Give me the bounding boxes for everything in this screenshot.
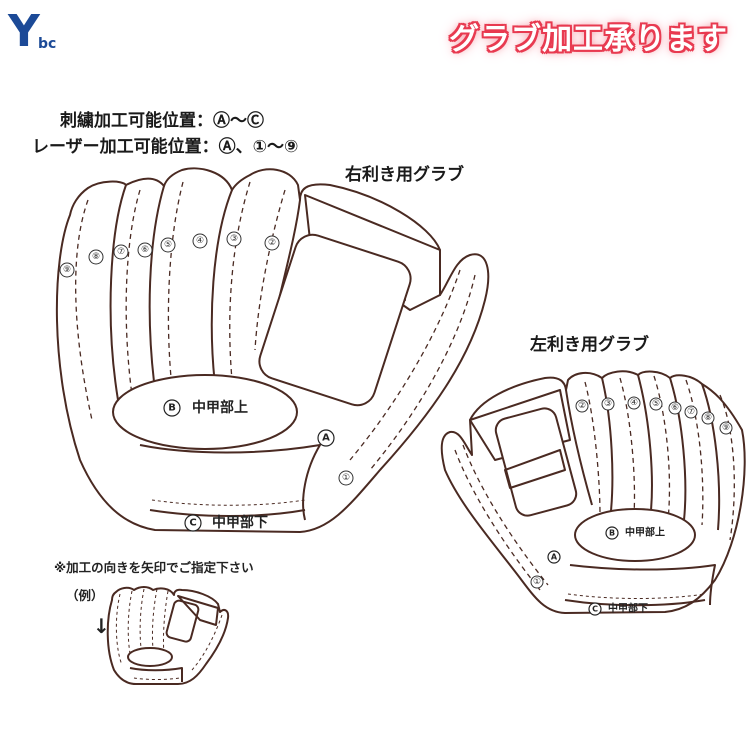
example-arrow-icon: ↓ xyxy=(93,614,110,638)
svg-text:③: ③ xyxy=(230,234,238,244)
left-marker-7: ⑦ xyxy=(684,405,698,419)
svg-text:⑨: ⑨ xyxy=(63,265,71,275)
right-marker-4: ④ xyxy=(192,233,208,249)
left-marker-3: ③ xyxy=(601,397,615,411)
svg-text:④: ④ xyxy=(196,236,204,246)
svg-text:⑦: ⑦ xyxy=(117,247,125,257)
svg-text:⑤: ⑤ xyxy=(652,399,660,409)
right-marker-8: ⑧ xyxy=(88,249,104,265)
right-marker-2: ② xyxy=(264,235,280,251)
left-zone-a-letter: A xyxy=(551,553,558,562)
right-hand-glove-label: 右利き用グラブ xyxy=(345,165,464,185)
svg-text:⑧: ⑧ xyxy=(704,413,712,423)
right-marker-3: ③ xyxy=(226,231,242,247)
logo-letters-bc: bc xyxy=(38,36,57,52)
right-zone-b-letter: B xyxy=(168,403,176,414)
right-marker-5: ⑤ xyxy=(160,237,176,253)
page-title: グラブ加工承ります xyxy=(449,22,728,57)
svg-text:②: ② xyxy=(578,401,586,411)
svg-text:⑥: ⑥ xyxy=(141,245,149,255)
svg-text:⑧: ⑧ xyxy=(92,252,100,262)
laser-positions-text: レーザー加工可能位置：Ⓐ、①～⑨ xyxy=(32,137,299,157)
right-zone-c-text: 中甲部下 xyxy=(212,514,268,531)
left-zone-b-text: 中甲部上 xyxy=(625,526,665,539)
svg-text:①: ① xyxy=(533,577,541,587)
left-marker-9: ⑨ xyxy=(719,421,733,435)
left-hand-glove-label: 左利き用グラブ xyxy=(530,335,649,355)
logo-letter-y: Y xyxy=(8,6,40,57)
example-label: （例） xyxy=(66,588,104,603)
right-marker-1: ① xyxy=(338,470,354,486)
left-marker-8: ⑧ xyxy=(701,411,715,425)
svg-text:④: ④ xyxy=(630,398,638,408)
right-marker-7: ⑦ xyxy=(113,244,129,260)
left-zone-c-letter: C xyxy=(592,605,598,614)
left-marker-2: ② xyxy=(575,399,589,413)
left-marker-1: ① xyxy=(530,575,544,589)
embroidery-positions-text: 刺繍加工可能位置：Ⓐ～Ⓒ xyxy=(60,111,264,131)
right-zone-b-text: 中甲部上 xyxy=(192,399,248,416)
left-zone-c-text: 中甲部下 xyxy=(608,602,648,615)
example-glove xyxy=(106,586,230,685)
right-hand-glove: B 中甲部上 C 中甲部下 A ① ② ③ ④ ⑤ ⑥ ⑦ ⑧ ⑨ xyxy=(55,167,490,533)
left-zone-b-letter: B xyxy=(609,529,615,538)
direction-note: ※加工の向きを矢印でご指定下さい xyxy=(54,560,254,575)
svg-text:①: ① xyxy=(342,473,350,483)
svg-text:⑥: ⑥ xyxy=(671,403,679,413)
svg-text:⑨: ⑨ xyxy=(722,423,730,433)
right-zone-a-letter: A xyxy=(322,433,330,444)
right-marker-9: ⑨ xyxy=(59,262,75,278)
left-hand-glove: B 中甲部上 C 中甲部下 A ① ② ③ ④ ⑤ ⑥ ⑦ ⑧ ⑨ xyxy=(440,370,746,616)
svg-text:②: ② xyxy=(268,238,276,248)
brand-logo: Y bc xyxy=(8,6,78,57)
left-marker-4: ④ xyxy=(627,396,641,410)
left-marker-5: ⑤ xyxy=(649,397,663,411)
svg-text:⑦: ⑦ xyxy=(687,407,695,417)
svg-text:③: ③ xyxy=(604,399,612,409)
right-marker-6: ⑥ xyxy=(137,242,153,258)
svg-text:⑤: ⑤ xyxy=(164,240,172,250)
left-marker-6: ⑥ xyxy=(668,401,682,415)
right-zone-c-letter: C xyxy=(189,518,196,529)
